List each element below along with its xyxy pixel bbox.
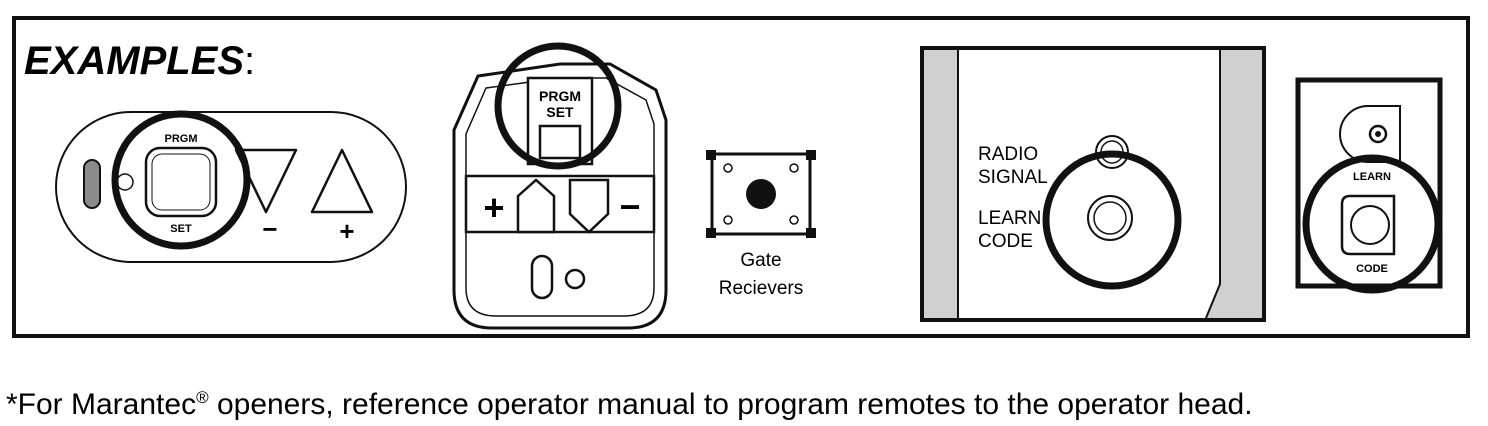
learn-button-example: LEARN CODE [1295, 77, 1443, 294]
up-arrow-icon [310, 148, 374, 214]
board-corner [806, 150, 816, 160]
down-arrow-icon [234, 148, 298, 214]
set-label: SET [170, 223, 192, 235]
opener-panel-example: PRGM SET + − [452, 42, 668, 330]
footnote: *For Marantec® openers, reference operat… [6, 380, 1253, 423]
code-label: CODE [978, 231, 1033, 252]
opener-highlight-circle [494, 42, 622, 170]
opener-slot [530, 254, 554, 300]
prgm-set-button-inner [151, 153, 211, 211]
led-dot [116, 173, 134, 191]
footnote-prefix: *For Marantec [6, 388, 197, 421]
signal-label: SIGNAL [978, 167, 1048, 188]
radio-panel-housing [920, 46, 1266, 322]
opener-down-button-icon [568, 178, 610, 234]
opener-prgm-label: PRGM [539, 88, 581, 104]
opener-housing-inner [465, 77, 655, 317]
examples-frame [12, 16, 1470, 338]
button-rail [464, 174, 656, 234]
gate-receiver-example: Gate Recievers [706, 150, 816, 299]
learn-label: LEARN [978, 208, 1041, 229]
highlight-circle [111, 110, 251, 250]
learn-highlight-circle [1302, 154, 1442, 294]
opener-prgm-button [538, 124, 582, 160]
radio-highlight-circle [1042, 150, 1182, 290]
examples-title: EXAMPLES: [24, 38, 255, 84]
board-corner [706, 150, 716, 160]
wall-control-housing [55, 111, 407, 263]
indicator-light [83, 159, 101, 209]
opener-screw [564, 268, 586, 290]
board-hole [789, 163, 799, 173]
title-colon: : [244, 39, 256, 83]
radio-label: RADIO [978, 144, 1038, 165]
learn-button-learn-label: LEARN [1353, 171, 1391, 183]
wall-control-example: PRGM SET − + [55, 110, 407, 263]
prgm-label: PRGM [165, 133, 198, 145]
learn-button-code-label: CODE [1356, 263, 1388, 275]
plus-label: + [339, 216, 354, 246]
board-hole [723, 163, 733, 173]
learn-code-round-button [1350, 205, 1390, 245]
title-text: EXAMPLES [24, 39, 245, 83]
opener-plus-label: + [483, 187, 504, 228]
opener-minus-label: − [619, 186, 640, 227]
opener-up-button-icon [516, 178, 556, 234]
gate-receiver-button [746, 179, 776, 209]
opener-set-label: SET [546, 104, 574, 120]
minus-label: − [262, 214, 277, 244]
gate-caption-line2: Recievers [719, 278, 803, 299]
board-hole [789, 215, 799, 225]
panel-left-strip [924, 50, 958, 318]
board-hole [723, 215, 733, 225]
footnote-suffix: openers, reference operator manual to pr… [208, 388, 1253, 421]
prgm-set-button [144, 146, 218, 218]
board-corner [706, 228, 716, 238]
gate-caption-line1: Gate [740, 250, 781, 271]
registered-mark: ® [196, 388, 209, 407]
radio-panel-example: RADIO SIGNAL LEARN CODE [920, 46, 1266, 322]
board-corner [806, 228, 816, 238]
